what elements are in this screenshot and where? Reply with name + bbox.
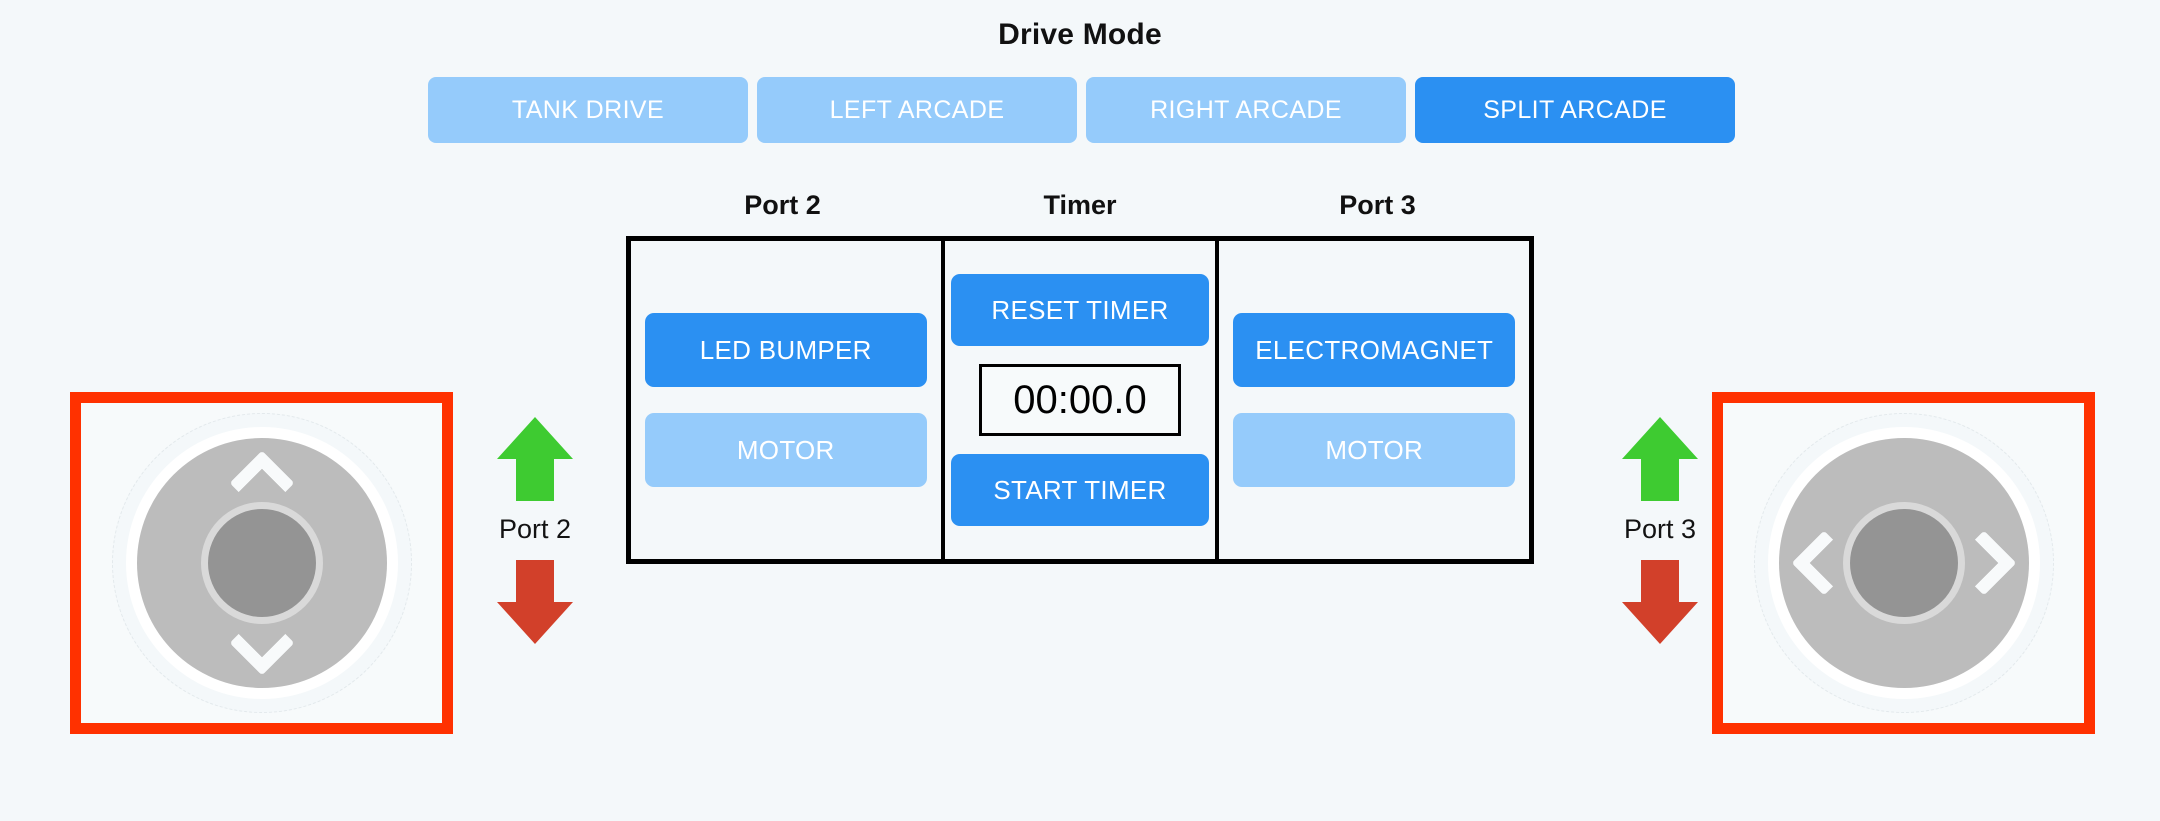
- drive-mode-button-group: TANK DRIVE LEFT ARCADE RIGHT ARCADE SPLI…: [428, 77, 1735, 143]
- port2-motor-button[interactable]: MOTOR: [644, 413, 927, 487]
- port3-indicator: Port 3: [1600, 415, 1720, 646]
- arrow-down-icon: [497, 560, 573, 644]
- port3-label: Port 3: [1623, 514, 1697, 544]
- right-joystick-highlight-box[interactable]: [1712, 392, 2095, 734]
- drive-mode-tank-drive[interactable]: TANK DRIVE: [428, 77, 748, 143]
- panel-column-port2: LED BUMPER MOTOR: [631, 241, 941, 559]
- electromagnet-label: ELECTROMAGNET: [1255, 334, 1494, 365]
- timer-display: 00:00.0: [978, 364, 1181, 436]
- right-joystick[interactable]: [1753, 413, 2054, 713]
- drive-mode-left-arcade-label: LEFT ARCADE: [829, 95, 1005, 124]
- panel-column-port3: ELECTROMAGNET MOTOR: [1219, 241, 1529, 559]
- drive-mode-right-arcade[interactable]: RIGHT ARCADE: [1086, 77, 1406, 143]
- drive-mode-split-arcade[interactable]: SPLIT ARCADE: [1415, 77, 1735, 143]
- panel-header-timer: Timer: [1043, 190, 1117, 220]
- drive-mode-left-arcade[interactable]: LEFT ARCADE: [757, 77, 1077, 143]
- port3-motor-label: MOTOR: [1325, 434, 1424, 465]
- panel-column-timer: RESET TIMER 00:00.0 START TIMER: [940, 241, 1220, 559]
- drive-mode-right-arcade-label: RIGHT ARCADE: [1150, 95, 1342, 124]
- port2-label: Port 2: [498, 514, 572, 544]
- left-joystick[interactable]: [111, 413, 412, 713]
- start-timer-button[interactable]: START TIMER: [950, 454, 1209, 526]
- port2-motor-label: MOTOR: [736, 434, 835, 465]
- port2-indicator: Port 2: [475, 415, 595, 646]
- led-bumper-button[interactable]: LED BUMPER: [644, 313, 927, 387]
- left-joystick-knob[interactable]: [207, 509, 316, 617]
- reset-timer-button[interactable]: RESET TIMER: [950, 274, 1209, 346]
- left-joystick-highlight-box[interactable]: [70, 392, 453, 734]
- port3-motor-button[interactable]: MOTOR: [1233, 413, 1516, 487]
- right-joystick-knob[interactable]: [1849, 509, 1958, 617]
- reset-timer-label: RESET TIMER: [991, 294, 1169, 325]
- panel-header-port3: Port 3: [1339, 190, 1416, 220]
- led-bumper-label: LED BUMPER: [699, 334, 872, 365]
- drive-mode-tank-drive-label: TANK DRIVE: [511, 95, 665, 124]
- page-title: Drive Mode: [998, 18, 1162, 51]
- arrow-up-icon: [1622, 417, 1698, 501]
- control-panel: LED BUMPER MOTOR RESET TIMER 00:00.0 STA…: [626, 236, 1534, 564]
- arrow-down-icon: [1622, 560, 1698, 644]
- start-timer-label: START TIMER: [993, 474, 1167, 505]
- drive-mode-split-arcade-label: SPLIT ARCADE: [1483, 95, 1667, 124]
- arrow-up-icon: [497, 417, 573, 501]
- panel-header-row: Port 2 Timer Port 3: [626, 190, 1534, 221]
- electromagnet-button[interactable]: ELECTROMAGNET: [1233, 313, 1516, 387]
- panel-header-port2: Port 2: [744, 190, 821, 220]
